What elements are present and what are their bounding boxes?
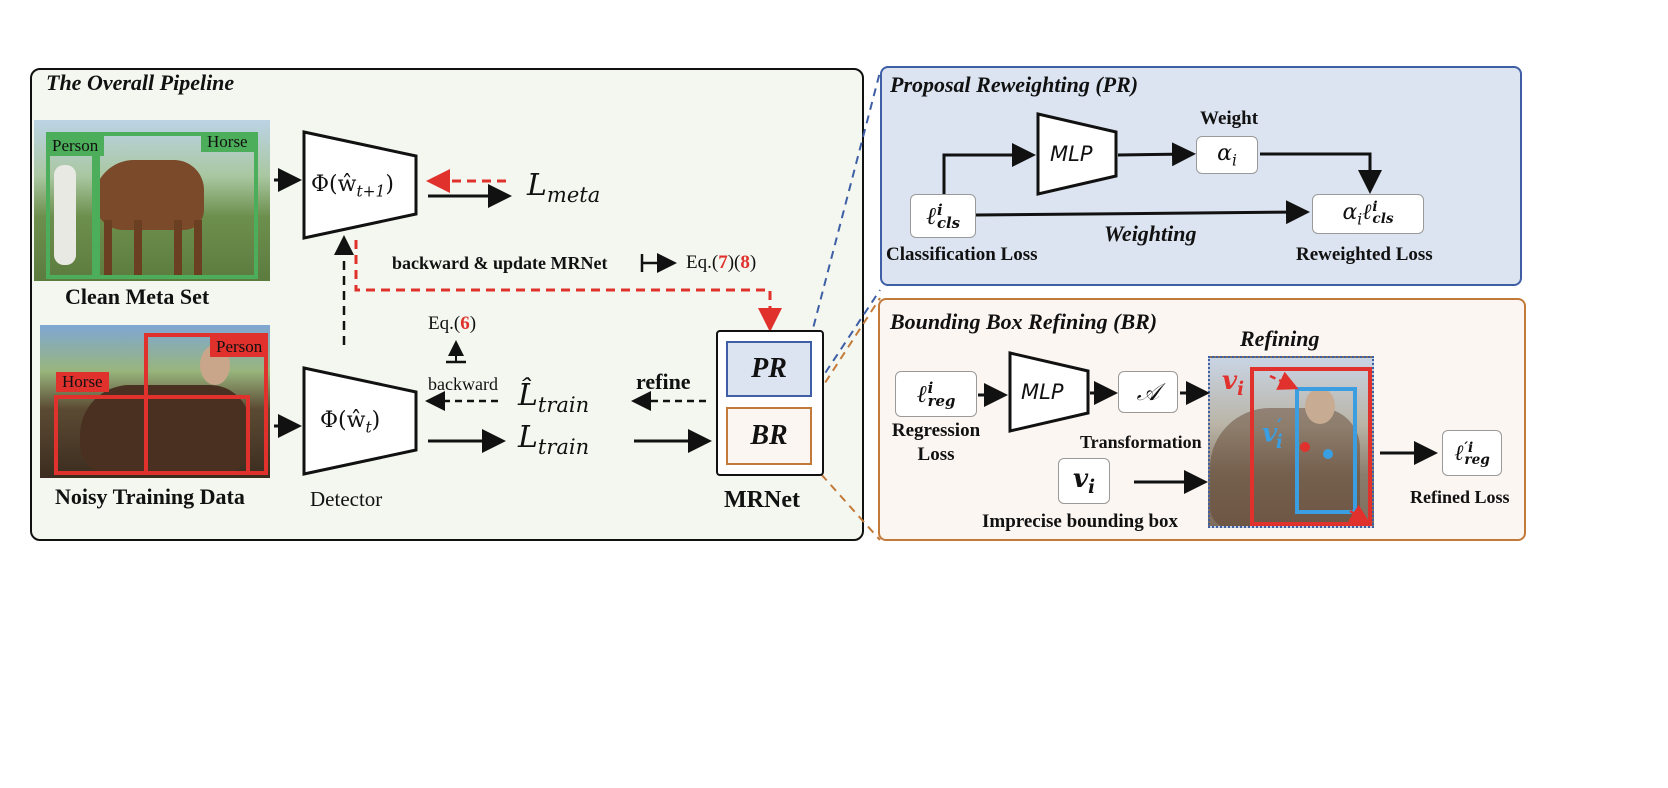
br-panel — [878, 298, 1526, 541]
refined-box-overlay — [1295, 387, 1357, 514]
detector-trapezoid-bottom — [302, 366, 418, 476]
pr-mlp-trapezoid — [1036, 112, 1118, 196]
transformation-label: Transformation — [1080, 432, 1202, 452]
transform-box: 𝒜 — [1118, 371, 1178, 413]
phi-next-label: Φ(ŵt+1) — [311, 172, 394, 201]
weighting-label: Weighting — [1104, 221, 1197, 246]
eq-78-label: Eq.(7)(8) — [686, 252, 757, 273]
backward-label: backward — [428, 374, 498, 394]
clean-meta-image — [34, 120, 270, 281]
refine-label: refine — [636, 369, 691, 394]
pipeline-title: The Overall Pipeline — [46, 70, 235, 95]
v-i-box: vi — [1058, 458, 1110, 504]
refined-loss-label: Refined Loss — [1410, 487, 1510, 507]
phi-now-label: Φ(ŵt) — [320, 408, 381, 437]
noisy-tag-person: Person — [210, 337, 269, 357]
pr-block: PR — [726, 341, 812, 397]
pr-panel — [880, 66, 1522, 286]
l-meta-label: Lmeta — [527, 168, 601, 207]
detector-trapezoid-top — [302, 130, 418, 240]
l-train-label: Ltrain — [518, 420, 590, 459]
imprecise-box-label: Imprecise bounding box — [982, 511, 1179, 532]
pr-panel-title: Proposal Reweighting (PR) — [890, 72, 1139, 97]
regression-loss-label: Regression Loss — [891, 420, 981, 465]
noisy-tag-horse: Horse — [56, 372, 109, 392]
clean-tag-horse: Horse — [201, 132, 254, 152]
weight-label: Weight — [1200, 108, 1259, 129]
noisy-training-label: Noisy Training Data — [55, 484, 245, 509]
pr-mlp-label: MLP — [1050, 142, 1093, 166]
refining-label: Refining — [1240, 326, 1320, 351]
clean-tag-person: Person — [46, 136, 105, 156]
mrnet-label: MRNet — [724, 487, 800, 513]
backward-update-label: backward & update MRNet — [392, 253, 608, 273]
br-block: BR — [726, 407, 812, 465]
alpha-box: αi — [1196, 136, 1258, 174]
br-panel-title: Bounding Box Refining (BR) — [890, 309, 1158, 334]
eq-6-label: Eq.(6) — [428, 313, 477, 334]
clean-meta-label: Clean Meta Set — [65, 284, 210, 309]
imprecise-box-overlay — [1250, 367, 1372, 526]
reweighted-loss-label: Reweighted Loss — [1296, 244, 1433, 265]
l-train-hat-label: L̂train — [518, 378, 590, 417]
v-i-overlay-label: vi — [1222, 366, 1245, 401]
br-mlp-trapezoid — [1008, 351, 1090, 433]
v-prime-overlay-label: v′i — [1262, 416, 1283, 453]
detector-label: Detector — [310, 487, 383, 511]
br-mlp-label: MLP — [1021, 380, 1064, 404]
classification-loss-label: Classification Loss — [886, 244, 1038, 265]
